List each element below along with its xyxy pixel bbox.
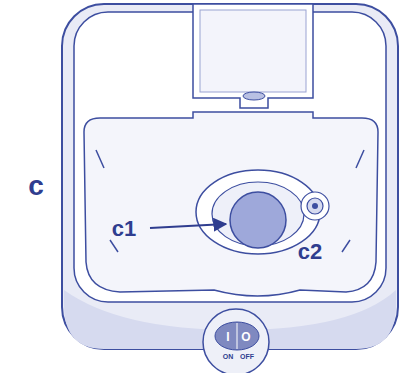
heating-plate bbox=[230, 192, 286, 248]
knob-center bbox=[312, 203, 318, 209]
switch-bezel bbox=[203, 309, 269, 373]
knob bbox=[307, 198, 323, 214]
lid-hole bbox=[243, 92, 265, 100]
knob-ring bbox=[301, 192, 329, 220]
lid bbox=[193, 4, 313, 108]
callout-label: c1 bbox=[112, 218, 136, 240]
rocker-split bbox=[237, 323, 238, 349]
leader-line bbox=[150, 224, 226, 228]
switch-label: ON bbox=[223, 353, 234, 360]
callout-label: c2 bbox=[298, 241, 322, 263]
switch-symbol: I bbox=[226, 331, 229, 343]
tray bbox=[84, 112, 378, 296]
housing bbox=[62, 4, 398, 349]
switch-rocker bbox=[215, 322, 259, 350]
figure-letter: c bbox=[28, 172, 44, 200]
lid-panel bbox=[200, 10, 306, 92]
tray-ribs bbox=[96, 150, 364, 252]
switch-label: OFF bbox=[240, 353, 254, 360]
switch-symbol: O bbox=[241, 331, 250, 343]
